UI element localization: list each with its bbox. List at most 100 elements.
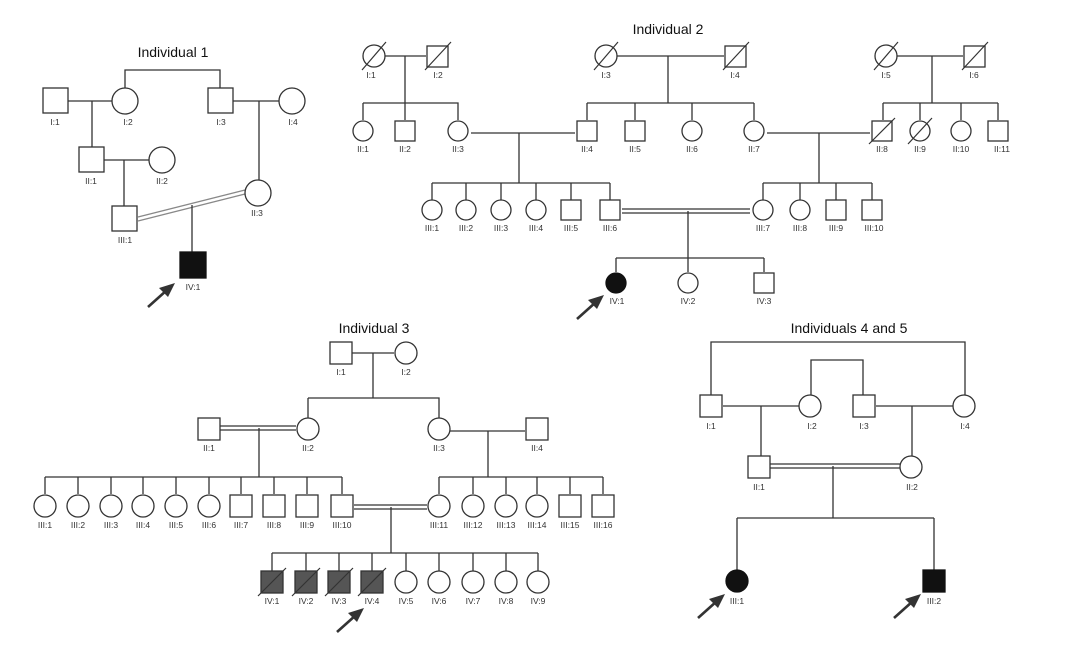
member-label: I:1 [336, 367, 346, 377]
member-label: II:8 [876, 144, 888, 154]
member-label: III:5 [169, 520, 183, 530]
square-icon [987, 120, 1009, 142]
pedigree-individuals-4-5: Individuals 4 and 5 I:1 I:2 I:3 I:4 II:1… [697, 320, 976, 619]
slash-icon [722, 41, 750, 71]
circle-icon [725, 569, 749, 593]
square-icon [207, 87, 234, 114]
member-label: I:1 [366, 70, 376, 80]
member-label: I:1 [706, 421, 716, 431]
circle-icon [789, 199, 811, 221]
slash-icon [357, 567, 387, 597]
circle-icon [677, 272, 699, 294]
title-individual-1: Individual 1 [138, 44, 209, 60]
square-icon [576, 120, 598, 142]
member-label: IV:5 [399, 596, 414, 606]
circle-icon [798, 394, 822, 418]
slash-icon [961, 41, 989, 71]
member-label: III:8 [793, 223, 807, 233]
circle-icon [952, 394, 976, 418]
member-label: II:2 [302, 443, 314, 453]
pedigree-individual-3: Individual 3 [33, 320, 615, 633]
member-label: I:5 [881, 70, 891, 80]
member-label: III:3 [494, 223, 508, 233]
member-label: IV:6 [432, 596, 447, 606]
member-label: III:6 [603, 223, 617, 233]
circle-icon [278, 87, 306, 115]
square-icon [42, 87, 69, 114]
square-icon [295, 494, 319, 518]
member-label: II:2 [399, 144, 411, 154]
member-label: IV:8 [499, 596, 514, 606]
member-label: III:8 [267, 520, 281, 530]
circle-icon [447, 120, 469, 142]
circle-icon [427, 494, 451, 518]
circle-icon [66, 494, 90, 518]
member-label: I:4 [960, 421, 970, 431]
member-label: I:4 [730, 70, 740, 80]
arrow-icon [576, 295, 604, 320]
member-label: IV:7 [466, 596, 481, 606]
line [68, 100, 112, 147]
arrow-icon [697, 594, 725, 619]
member-label: II:1 [357, 144, 369, 154]
member-label: II:3 [433, 443, 445, 453]
circle-icon [525, 494, 549, 518]
square-icon [197, 417, 221, 441]
circle-icon [164, 494, 188, 518]
member-label: II:4 [581, 144, 593, 154]
square-icon [329, 341, 353, 365]
member-label: III:1 [730, 596, 744, 606]
circle-icon [427, 570, 451, 594]
circle-icon [197, 494, 221, 518]
circle-icon [33, 494, 57, 518]
square-icon [525, 417, 549, 441]
pedigree-individual-1: Individual 1 I:1 I:2 I:3 I:4 II:1 II:2 I… [42, 44, 306, 308]
member-label: III:1 [118, 235, 132, 245]
slash-icon [361, 41, 387, 71]
member-label: II:1 [753, 482, 765, 492]
circle-icon [494, 570, 518, 594]
member-label: I:1 [50, 117, 60, 127]
member-label: IV:3 [757, 296, 772, 306]
slash-icon [324, 567, 354, 597]
circle-icon [950, 120, 972, 142]
title-individual-2: Individual 2 [633, 21, 704, 37]
slash-icon [291, 567, 321, 597]
slash-icon [868, 117, 896, 145]
circle-icon [148, 146, 176, 174]
member-label: III:10 [865, 223, 884, 233]
line [103, 159, 149, 206]
circle-icon [490, 199, 512, 221]
member-label: I:2 [123, 117, 133, 127]
member-label: IV:2 [681, 296, 696, 306]
member-label: II:5 [629, 144, 641, 154]
slash-icon [873, 41, 899, 71]
line [431, 132, 611, 200]
arrow-icon [336, 608, 364, 633]
square-icon [558, 494, 582, 518]
consanguinity-line [137, 189, 246, 218]
circle-icon [394, 570, 418, 594]
square-icon [591, 494, 615, 518]
circle-icon [352, 120, 374, 142]
member-label: I:4 [288, 117, 298, 127]
member-label: IV:2 [299, 596, 314, 606]
slash-icon [907, 117, 933, 145]
member-label: III:9 [300, 520, 314, 530]
circle-icon [681, 120, 703, 142]
line [876, 405, 953, 456]
member-label: III:2 [71, 520, 85, 530]
member-label: II:9 [914, 144, 926, 154]
member-label: I:6 [969, 70, 979, 80]
member-label: I:3 [216, 117, 226, 127]
line [44, 428, 343, 494]
member-label: III:13 [497, 520, 516, 530]
line [762, 132, 873, 200]
member-label: I:3 [859, 421, 869, 431]
line [362, 55, 459, 120]
slash-icon [424, 41, 452, 71]
line [124, 69, 221, 88]
line [307, 352, 440, 418]
square-icon [753, 272, 775, 294]
